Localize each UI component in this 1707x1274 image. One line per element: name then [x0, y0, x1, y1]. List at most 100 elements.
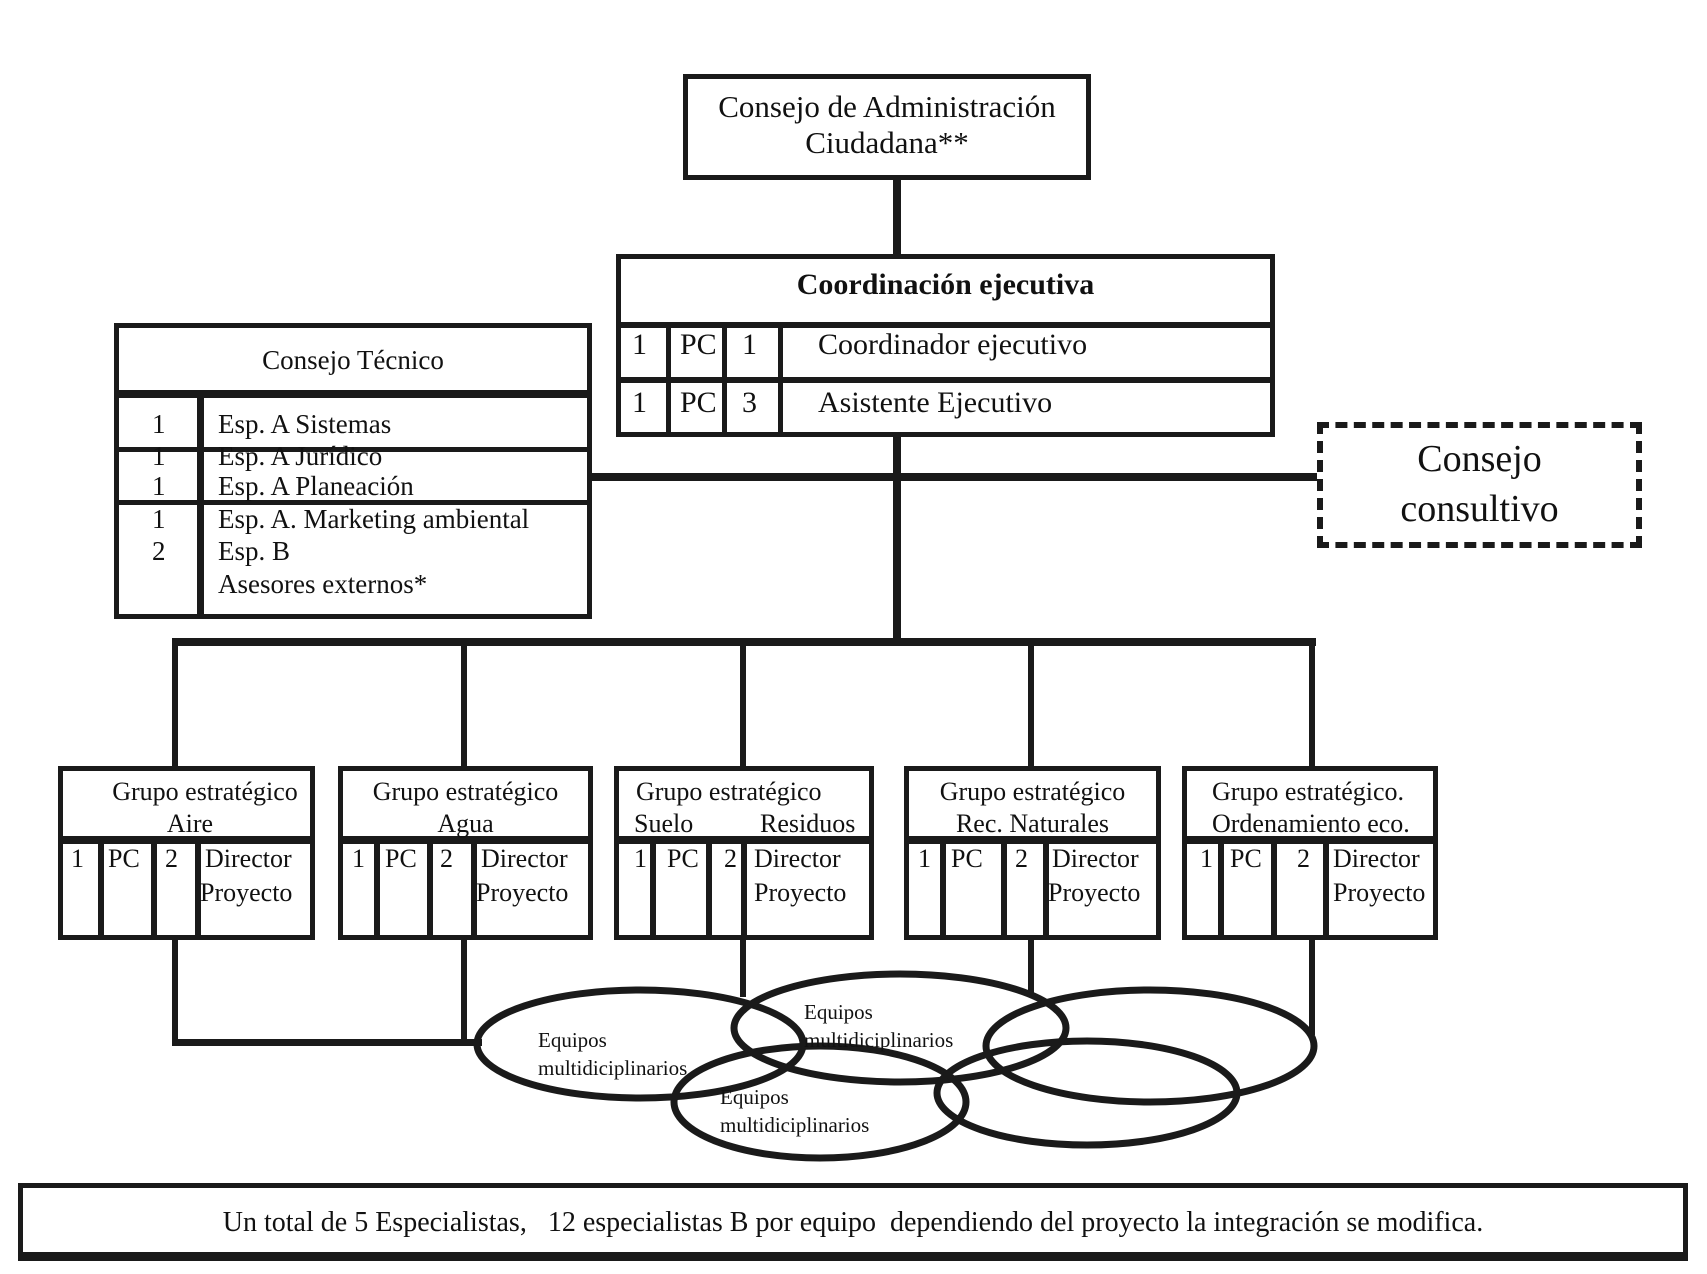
admin-council-box	[683, 74, 1091, 180]
group-col	[940, 836, 946, 940]
group-title: Grupo estratégico	[112, 777, 298, 806]
technical-row-qty: 2	[152, 536, 166, 566]
coordination-col-3	[778, 322, 783, 434]
group-qty: 1	[634, 844, 647, 873]
group-role-line1: Director	[205, 844, 292, 873]
team-ellipse	[670, 1042, 970, 1162]
group-divider	[904, 836, 1161, 844]
group-type: PC	[1230, 844, 1262, 873]
team-label-line1: Equipos	[720, 1085, 789, 1109]
group-box	[338, 766, 593, 940]
connector-aire-agua-bottom	[172, 1039, 482, 1046]
group-box	[1182, 766, 1438, 940]
technical-row-qty: 1	[152, 471, 166, 501]
coordination-row-qty: 1	[632, 386, 647, 419]
group-col	[1218, 836, 1224, 940]
group-qty: 1	[918, 844, 931, 873]
group-col	[1043, 836, 1049, 940]
group-role-line1: Director	[481, 844, 568, 873]
admin-council-line2: Ciudadana**	[805, 125, 969, 160]
technical-divider-3	[114, 500, 592, 505]
technical-row-role: Esp. A Jurídico	[218, 441, 383, 471]
group-subtitle-left: Suelo	[634, 809, 694, 838]
group-subtitle: Ordenamiento eco.	[1212, 809, 1410, 838]
coordination-row-type: PC	[680, 386, 717, 419]
coordination-col-1	[666, 322, 671, 434]
group-type: PC	[951, 844, 983, 873]
technical-row-role: Esp. A Sistemas	[218, 409, 392, 439]
coordination-title: Coordinación ejecutiva	[796, 268, 1095, 301]
consultative-council-box	[1317, 422, 1642, 548]
team-label-line2: multidiciplinarios	[538, 1056, 688, 1080]
group-col	[98, 836, 104, 940]
group-divider	[58, 836, 315, 844]
connector-ord-down	[1309, 935, 1315, 1035]
group-col	[1001, 836, 1007, 940]
group-level: 2	[1297, 844, 1310, 873]
group-col	[471, 836, 477, 940]
connector-horizontal-councils	[589, 473, 1329, 481]
group-level: 2	[440, 844, 453, 873]
technical-row-role: Esp. A. Marketing ambiental	[218, 504, 530, 534]
group-type: PC	[667, 844, 699, 873]
group-role-line1: Director	[1052, 844, 1139, 873]
group-role-line1: Director	[1333, 844, 1420, 873]
group-col	[151, 836, 157, 940]
technical-divider-header	[114, 390, 592, 398]
connector-group-suelo-drop	[740, 638, 746, 770]
connector-group-agua-drop	[461, 638, 467, 770]
group-title: Grupo estratégico	[939, 777, 1126, 806]
technical-row-qty: 1	[152, 409, 166, 439]
footer-note: Un total de 5 Especialistas, 12 especial…	[222, 1207, 1484, 1238]
coordination-row-level: 3	[742, 386, 757, 419]
group-col	[374, 836, 380, 940]
group-col	[650, 836, 656, 940]
technical-divider-2	[114, 447, 592, 452]
connector-suelo-down	[740, 935, 746, 997]
connector-admin-to-coordination	[893, 175, 901, 257]
group-role-line2: Proyecto	[200, 878, 293, 907]
connector-group-rec-drop	[1028, 638, 1034, 770]
team-label-line1: Equipos	[804, 1000, 873, 1024]
coordination-divider-2	[616, 377, 1275, 383]
team-label-line2: multidiciplinarios	[720, 1113, 870, 1137]
technical-row-qty: 1	[152, 441, 166, 471]
consultative-council-line2: consultivo	[1400, 488, 1559, 530]
technical-council-title: Consejo Técnico	[262, 345, 444, 375]
connector-group-aire-drop	[172, 638, 178, 770]
group-level: 2	[1015, 844, 1028, 873]
group-col	[1323, 836, 1329, 940]
team-ellipse	[473, 986, 807, 1102]
group-type: PC	[108, 844, 140, 873]
group-qty: 1	[352, 844, 365, 873]
team-ellipse	[933, 1037, 1241, 1149]
coordination-row-role: Asistente Ejecutivo	[818, 386, 1053, 419]
group-role-line2: Proyecto	[476, 878, 569, 907]
group-col	[427, 836, 433, 940]
group-subtitle-right: Residuos	[760, 809, 856, 838]
group-role-line2: Proyecto	[1048, 878, 1141, 907]
admin-council-line1: Consejo de Administración	[718, 89, 1056, 124]
connector-rec-down	[1028, 935, 1034, 997]
footer-note-box	[18, 1183, 1688, 1261]
group-subtitle: Aire	[166, 809, 214, 838]
team-label-line1: Equipos	[538, 1028, 607, 1052]
group-title: Grupo estratégico	[636, 777, 822, 806]
coordination-col-2	[722, 322, 727, 434]
group-qty: 1	[71, 844, 84, 873]
connector-group-ord-drop	[1309, 638, 1315, 770]
group-subtitle: Agua	[437, 809, 494, 838]
technical-row-role: Esp. A Planeación	[218, 471, 414, 501]
group-col	[706, 836, 712, 940]
group-title: Grupo estratégico	[372, 777, 559, 806]
group-level: 2	[165, 844, 178, 873]
group-divider	[1182, 836, 1438, 844]
coordination-row-role: Coordinador ejecutivo	[818, 328, 1088, 361]
group-role-line1: Director	[754, 844, 841, 873]
technical-council-box	[114, 323, 592, 619]
coordination-row-type: PC	[680, 328, 717, 361]
group-divider	[338, 836, 593, 844]
coordination-divider-1	[616, 322, 1275, 328]
group-col	[195, 836, 201, 940]
technical-col	[197, 390, 204, 619]
